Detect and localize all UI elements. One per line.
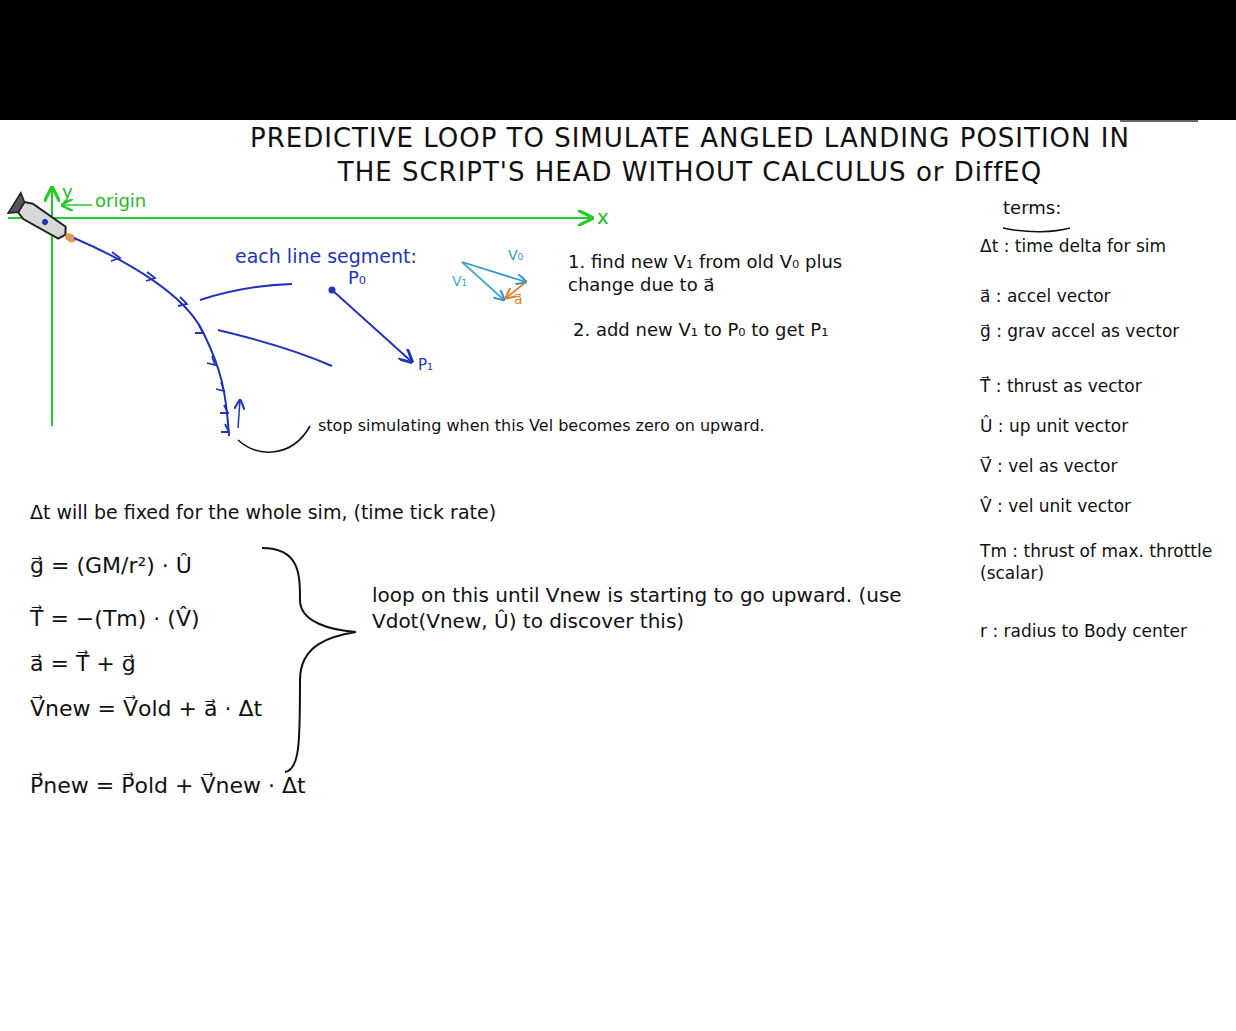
note-text: Δt : time delta for sim [980, 235, 1225, 257]
pointer-line [218, 330, 332, 366]
v0-vector [462, 262, 526, 282]
note-text: P₁ [418, 356, 433, 376]
note-text: y [62, 180, 73, 203]
note-text: 2. add new V₁ to P₀ to get P₁ [573, 318, 943, 341]
note-text: V₀ [508, 246, 523, 264]
note-text: V⃗new = V⃗old + a⃗ · Δt [30, 695, 262, 724]
note-text: P⃗new = P⃗old + V⃗new · Δt [30, 772, 306, 801]
note-text: stop simulating when this Vel becomes ze… [318, 416, 938, 437]
note-text: P₀ [348, 266, 366, 289]
segment-arrow [332, 290, 412, 362]
note-text: V̂ : vel unit vector [980, 495, 1225, 517]
note-text: 1. find new V₁ from old V₀ plus change d… [568, 250, 898, 297]
note-text: x [597, 204, 609, 230]
stray-stroke [1120, 120, 1198, 122]
trajectory-ticks [111, 252, 229, 432]
note-text: loop on this until Vnew is starting to g… [372, 582, 932, 634]
note-text: Û : up unit vector [980, 415, 1225, 437]
note-text: g⃗ : grav accel as vector [980, 320, 1225, 342]
x-axis [8, 217, 592, 219]
underline [1003, 228, 1070, 232]
top-band [0, 0, 1236, 120]
note-text: a⃗ [514, 290, 523, 308]
origin-pointer [62, 204, 92, 206]
note-text: origin [95, 189, 146, 212]
note-text: a⃗ = T⃗ + g⃗ [30, 650, 136, 679]
title-text: PREDICTIVE LOOP TO SIMULATE ANGLED LANDI… [230, 122, 1150, 190]
note-text: r : radius to Body center [980, 620, 1225, 642]
v1-vector [462, 262, 504, 300]
upward-velocity-arrow [238, 400, 240, 428]
leader-line [238, 426, 310, 452]
note-text: a⃗ : accel vector [980, 285, 1225, 307]
trajectory-curve [74, 238, 229, 436]
note-text: V⃗ : vel as vector [980, 455, 1225, 477]
note-text: terms: [1003, 196, 1061, 219]
note-text: Tm : thrust of max. throttle (scalar) [980, 540, 1225, 584]
pointer-line [200, 284, 292, 300]
note-text: V₁ [452, 272, 467, 290]
loop-bracket [262, 548, 356, 772]
note-text: Δt will be fixed for the whole sim, (tim… [30, 500, 680, 525]
note-text: T⃗ = −(Tm) · (V̂) [30, 605, 200, 634]
note-text: T⃗ : thrust as vector [980, 375, 1225, 397]
note-text: g⃗ = (GM/r²) · Û [30, 552, 192, 581]
note-text: each line segment: [235, 244, 417, 269]
